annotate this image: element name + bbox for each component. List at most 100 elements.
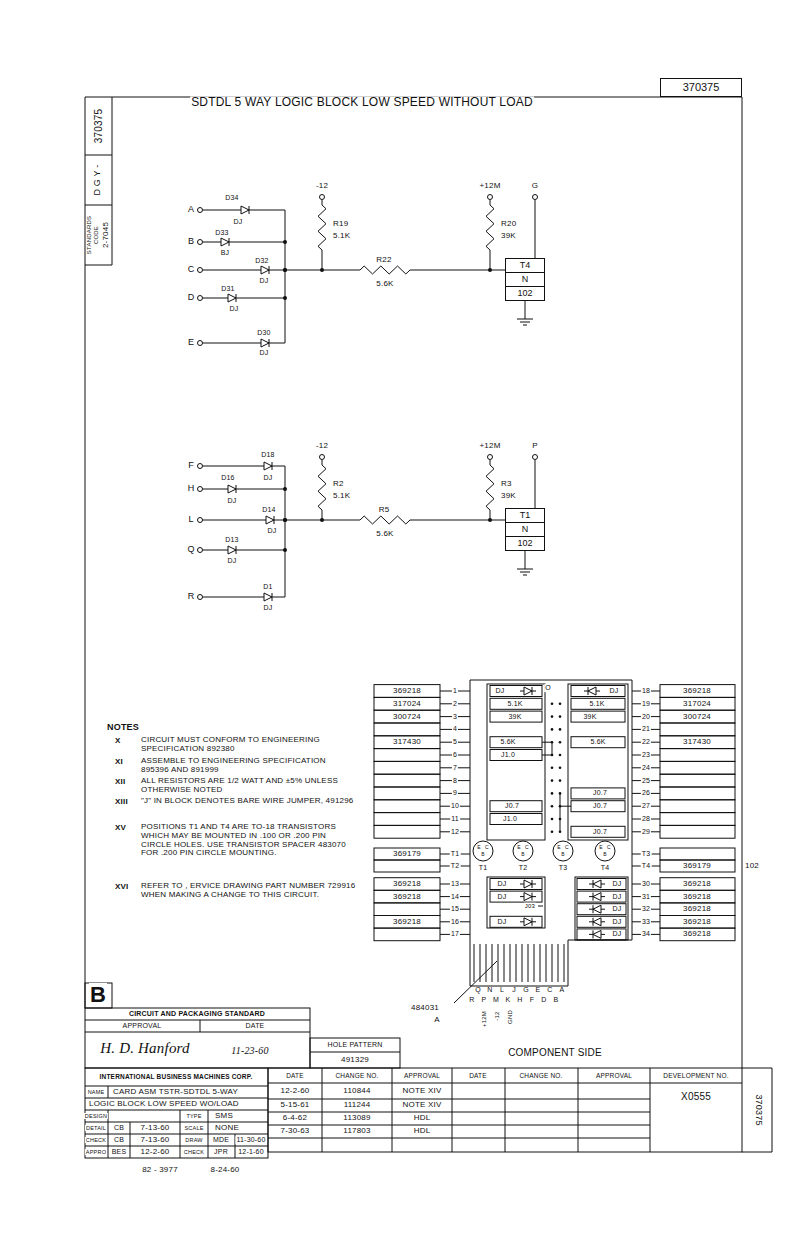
pin-number: 18 [641, 687, 651, 695]
part-number-box [660, 800, 735, 813]
wire [525, 551, 526, 569]
wire [490, 200, 491, 205]
pin-number: 24 [641, 764, 651, 772]
diode-symbol [532, 880, 533, 888]
title-block-text: SCALE [183, 1125, 204, 1131]
part-number: 369179 [392, 850, 422, 859]
transistor-lead: B [521, 852, 525, 858]
diode-label: BJ [220, 249, 231, 257]
pin-number: 31 [641, 893, 651, 901]
component-box [571, 686, 625, 697]
output-label: G [531, 182, 539, 191]
diode-symbol [236, 485, 237, 493]
pin-number: 3 [452, 713, 458, 721]
note-text: "J" IN BLOCK DENOTES BARE WIRE JUMPER, 4… [140, 797, 357, 806]
transistor-position: T4 [600, 864, 611, 872]
wire [490, 250, 491, 270]
title-block-text: APPRO [85, 1149, 107, 1155]
diode-symbol [228, 294, 236, 302]
supply-label: -12 [315, 182, 329, 191]
part-number: 369218 [392, 880, 422, 889]
note-number: XVI [114, 883, 130, 892]
pin-number: 15 [450, 905, 460, 913]
title-block-text: 12-2-60 [140, 1148, 171, 1157]
margin-code: 370375 [93, 108, 104, 145]
title-block-text: CHANGE NO. [334, 1072, 379, 1079]
title-block-text: 82 - 3977 [141, 1166, 179, 1175]
part-number-box [660, 710, 735, 723]
diode-label: DJ [259, 277, 270, 285]
title-block-text: TYPE [185, 1113, 202, 1119]
contact-finger [510, 944, 511, 982]
resistor-label: R5 [378, 506, 391, 515]
node-text: T4 [506, 259, 544, 273]
part-number: 369218 [682, 892, 712, 901]
title-block-text: BES [111, 1148, 128, 1156]
part-number: 369218 [392, 892, 422, 901]
part-number: 369179 [682, 862, 712, 871]
title-block-text: 491329 [340, 1056, 370, 1065]
title-block-text: 111244 [343, 1101, 372, 1110]
card-text: DJ [612, 893, 623, 901]
connector-pin: -12 [494, 1010, 501, 1021]
junction-dot [559, 728, 562, 731]
diode-symbol [269, 266, 270, 274]
part-number-box [660, 916, 735, 929]
wire [203, 270, 286, 271]
table-rule [322, 1068, 650, 1152]
junction-dot [283, 268, 287, 272]
resistor-symbol [486, 465, 494, 510]
terminal [198, 341, 203, 346]
connector-pin: A [560, 986, 565, 994]
part-number-box [374, 761, 440, 774]
part-number: 317024 [682, 699, 712, 708]
junction-dot [551, 703, 554, 706]
junction-dot [551, 767, 554, 770]
card-text: J0.7 [592, 828, 608, 836]
component-box [490, 750, 542, 761]
contact-finger [564, 944, 565, 982]
terminal-label: F [187, 461, 195, 471]
name-block [85, 1068, 268, 1158]
part-number: 369218 [682, 880, 712, 889]
part-number-box [374, 928, 440, 941]
pin-number: T1 [450, 850, 461, 858]
transistor-lead: C [525, 845, 529, 851]
pin-number: 9 [452, 790, 458, 798]
resistor-symbol [318, 205, 326, 250]
card-text: 39K [507, 713, 522, 721]
component-box [571, 698, 625, 709]
part-number-box [660, 787, 735, 800]
title-block-text: CARD ASM TSTR-SDTDL 5-WAY [112, 1088, 239, 1097]
terminal [198, 240, 203, 245]
title-block-text: 5-15-61 [280, 1101, 311, 1110]
junction-dot [551, 831, 554, 834]
terminal [320, 195, 325, 200]
transistor-lead: C [607, 845, 611, 851]
part-number: 369218 [682, 905, 712, 914]
note-number: XI [114, 758, 124, 767]
title-block-text: DRAW [184, 1137, 203, 1143]
title-block-text: CB [113, 1124, 125, 1132]
drawing-number-box: 370375 [660, 78, 742, 97]
wire [203, 550, 286, 551]
node-text: N [506, 523, 544, 537]
component-box [577, 904, 626, 915]
part-number-box [374, 697, 440, 710]
terminal-label: C [187, 265, 196, 275]
diode-symbol [241, 206, 249, 214]
diode-symbol [524, 880, 532, 888]
wire [203, 343, 286, 344]
junction-dot [551, 818, 554, 821]
connector-pin: M [493, 996, 499, 1004]
part-number-box [660, 903, 735, 916]
component-box [490, 916, 542, 927]
title-block-text: HDL [413, 1114, 432, 1123]
callout-number: 484031 [410, 1004, 440, 1013]
junction-dot [320, 268, 324, 272]
transistor-lead: E [517, 845, 521, 851]
revision-letter-box [85, 983, 112, 1008]
pin-number: 30 [641, 880, 651, 888]
title-block-text: HOLE PATTERN [326, 1041, 383, 1049]
title-block-text: 11-23-60 [230, 1045, 270, 1056]
